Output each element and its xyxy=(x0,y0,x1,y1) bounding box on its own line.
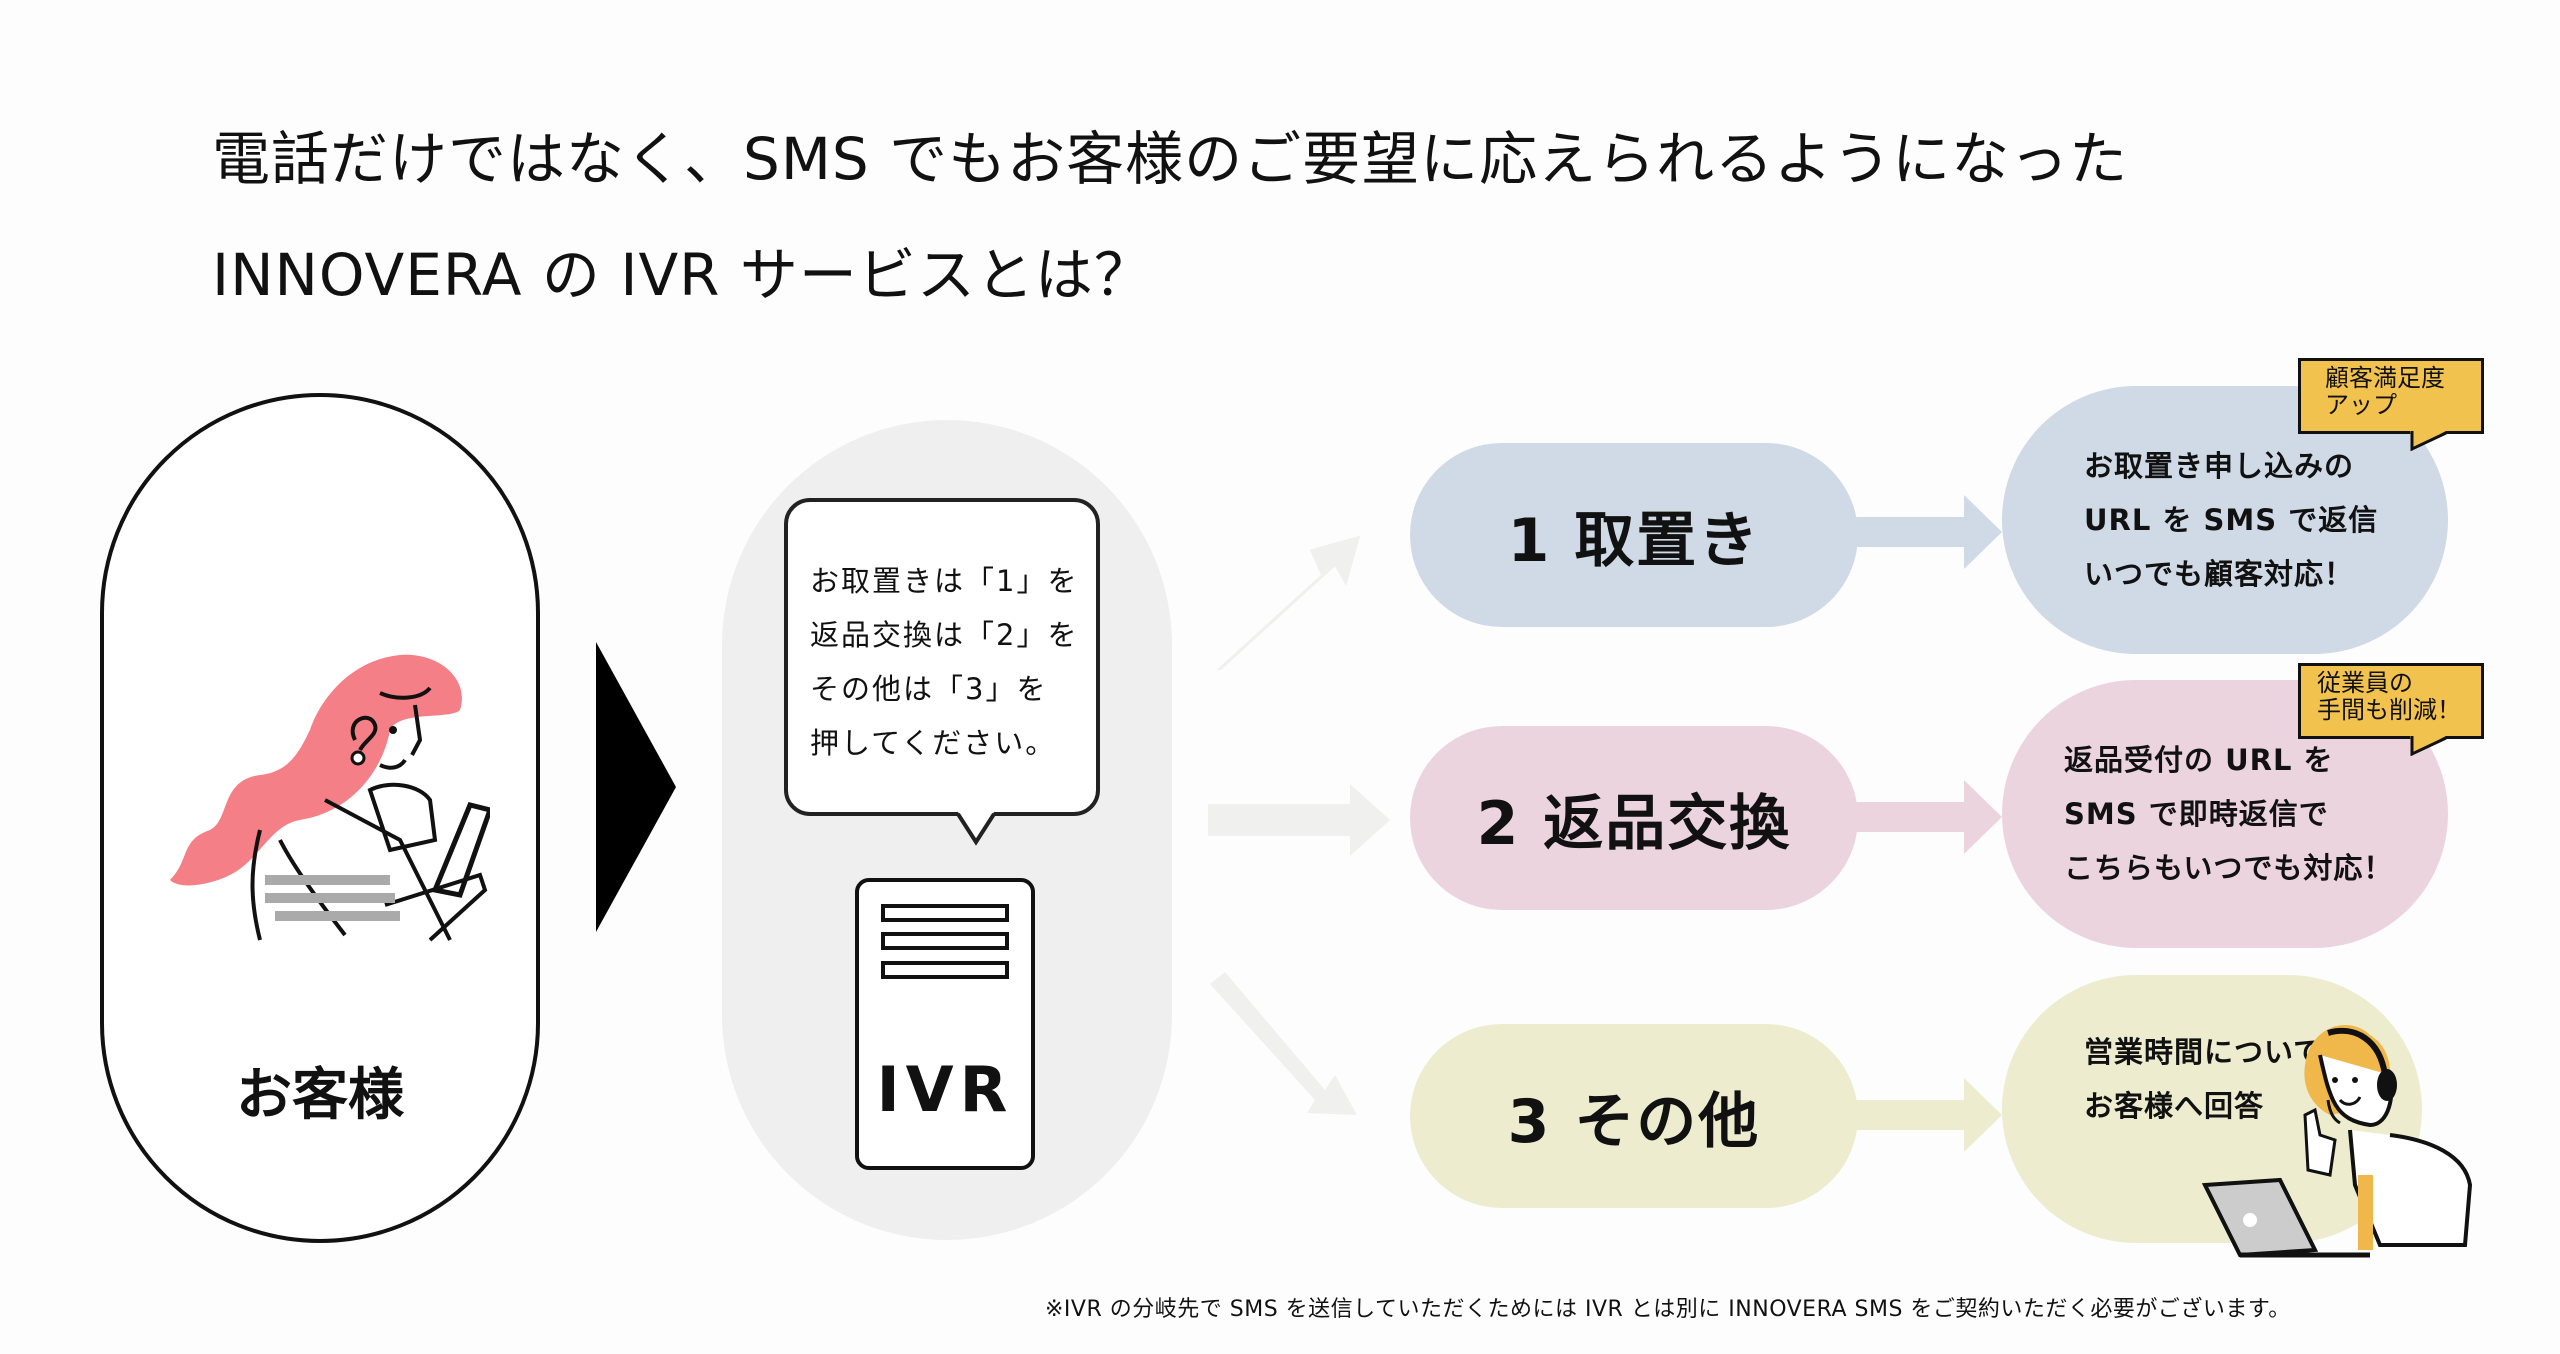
woman-looking-at-smartphone-icon xyxy=(170,654,490,942)
server-slot xyxy=(881,961,1009,979)
badge-line: 顧客満足度 xyxy=(2325,364,2445,392)
arrow-to-option-1-icon xyxy=(1216,535,1361,670)
badge-tail-icon xyxy=(2410,736,2447,756)
badge-customer-satisfaction: 顧客満足度 アップ xyxy=(2298,358,2484,434)
option-label: 3 その他 xyxy=(1507,1086,1761,1157)
ivr-speech-bubble: お取置きは「1」を 返品交換は「2」を その他は「3」を 押してください。 xyxy=(784,498,1100,816)
option-pill-hold: 1 取置き xyxy=(1410,443,1858,627)
description-line: 返品受付の URL を xyxy=(2064,743,2334,777)
badge-line: 手間も削減！ xyxy=(2317,696,2461,724)
server-slot xyxy=(881,904,1009,922)
badge-tail-icon xyxy=(2410,431,2447,451)
customer-label: お客様 xyxy=(236,1063,404,1128)
speech-bubble-tail-icon xyxy=(956,812,996,846)
description-line: いつでも顧客対応！ xyxy=(2084,557,2355,591)
arrow-right-icon xyxy=(1856,495,2002,569)
operator-with-headset-icon xyxy=(2201,1025,2473,1258)
description-line: お取置き申し込みの xyxy=(2084,449,2355,483)
option-pill-return-exchange: 2 返品交換 xyxy=(1410,726,1858,910)
arrow-right-icon xyxy=(1856,780,2002,854)
option-label: 1 取置き xyxy=(1507,505,1761,576)
badge-line: アップ xyxy=(2325,391,2397,419)
description-line: 営業時間について xyxy=(2084,1035,2324,1069)
badge-staff-workload: 従業員の 手間も削減！ xyxy=(2298,663,2484,739)
server-slot xyxy=(881,932,1009,950)
description-line: こちらもいつでも対応！ xyxy=(2064,851,2394,885)
option-pill-other: 3 その他 xyxy=(1410,1024,1858,1208)
ivr-server-label: IVR xyxy=(876,1053,1014,1126)
footnote: ※IVR の分岐先で SMS を送信していただくためには IVR とは別に IN… xyxy=(1045,1297,2291,1322)
page-title-line-1: 電話だけではなく、SMS でもお客様のご要望に応えられるようになった xyxy=(212,125,2129,193)
arrow-to-option-3-icon xyxy=(1210,972,1357,1115)
description-line: SMS で即時返信で xyxy=(2064,797,2329,831)
ivr-bubble-line: 返品交換は「2」を xyxy=(810,618,1079,652)
arrow-to-option-2-icon xyxy=(1208,784,1390,856)
ivr-bubble-line: 押してください。 xyxy=(810,726,1057,760)
ivr-server-icon: IVR xyxy=(855,878,1035,1170)
description-line: お客様へ回答 xyxy=(2084,1089,2265,1123)
description-line: URL を SMS で返信 xyxy=(2084,503,2379,537)
ivr-bubble-line: その他は「3」を xyxy=(810,672,1048,706)
option-label: 2 返品交換 xyxy=(1476,788,1792,859)
flow-arrow-icon xyxy=(596,642,676,932)
arrow-right-icon xyxy=(1856,1078,2002,1152)
ivr-bubble-line: お取置きは「1」を xyxy=(810,564,1079,598)
badge-line: 従業員の xyxy=(2317,669,2413,697)
page-title-line-2: INNOVERA の IVR サービスとは？ xyxy=(212,241,1153,309)
